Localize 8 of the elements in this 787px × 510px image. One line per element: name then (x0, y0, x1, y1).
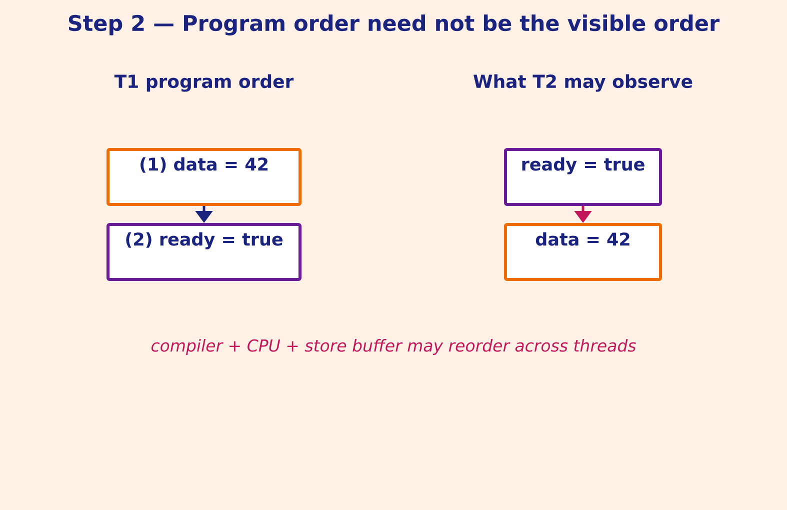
process-box: ready = true (504, 148, 662, 206)
process-box: (2) ready = true (106, 223, 302, 281)
column-heading: What T2 may observe (474, 74, 692, 92)
title: Step 2 — Program order need not be the visible order (68, 14, 720, 36)
note-text: compiler + CPU + store buffer may reorder across threads (151, 339, 636, 355)
process-box: (1) data = 42 (106, 148, 302, 206)
process-box: data = 42 (504, 223, 662, 281)
column-heading: T1 program order (114, 74, 294, 92)
